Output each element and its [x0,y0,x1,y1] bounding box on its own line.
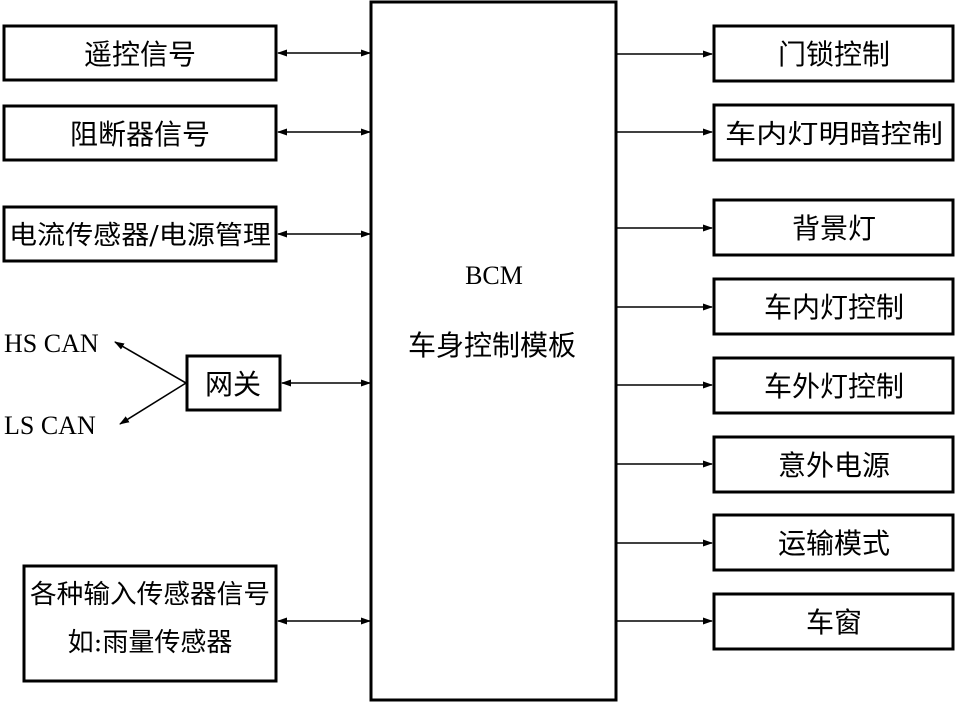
output-accidental-power-box [712,435,955,494]
input-immobilizer-signal-box [2,104,278,162]
input-various-sensors-line1: 各种输入传感器信号 [30,580,270,610]
output-interior-light: 车内灯控制 [617,277,955,336]
hs-can-arrow [114,341,187,384]
output-window-label: 车窗 [806,606,862,639]
output-interior-light-box [712,277,955,336]
bcm-acronym: BCM [465,261,523,290]
output-interior-light-label: 车内灯控制 [764,291,904,324]
input-various-sensors: 各种输入传感器信号 如:雨量传感器 [22,564,371,683]
output-exterior-light-label: 车外灯控制 [764,370,904,403]
ls-can-label: LS CAN [4,411,96,440]
input-remote-signal-box [2,24,278,82]
input-various-sensors-box [22,564,278,683]
gateway-box [185,354,282,412]
output-backlight-box [712,198,955,257]
output-accidental-power: 意外电源 [617,435,955,494]
input-power-management-box [2,205,278,263]
input-immobilizer-signal-label: 阻断器信号 [70,118,210,151]
output-interior-dimming: 车内灯明暗控制 [617,103,955,162]
gateway: 网关 HS CAN LS CAN [4,329,371,440]
output-backlight: 背景灯 [617,198,955,257]
ls-can-arrow [119,382,187,425]
output-interior-dimming-label: 车内灯明暗控制 [725,120,943,150]
output-window: 车窗 [617,592,955,651]
output-door-lock-box [712,24,955,83]
output-backlight-label: 背景灯 [792,212,876,245]
input-remote-signal-label: 遥控信号 [84,38,196,71]
input-immobilizer-signal: 阻断器信号 [2,104,371,162]
input-power-management: 电流传感器/电源管理 [2,205,371,263]
input-various-sensors-line2: 如:雨量传感器 [68,628,233,658]
bcm-module-name: 车身控制模板 [408,329,576,362]
gateway-label: 网关 [205,368,261,401]
hs-can-label: HS CAN [4,329,99,358]
output-window-box [712,592,955,651]
output-door-lock-label: 门锁控制 [778,38,890,71]
output-accidental-power-label: 意外电源 [778,449,890,482]
input-remote-signal: 遥控信号 [2,24,371,82]
output-exterior-light: 车外灯控制 [617,356,955,415]
output-transport-mode-label: 运输模式 [778,527,890,560]
bcm-module-box [369,0,618,702]
output-exterior-light-box [712,356,955,415]
output-door-lock: 门锁控制 [617,24,955,83]
bcm-module: BCM 车身控制模板 [369,0,618,702]
output-transport-mode: 运输模式 [617,513,955,572]
output-interior-dimming-box [712,103,955,162]
output-transport-mode-box [712,513,955,572]
input-power-management-label: 电流传感器/电源管理 [9,221,271,251]
